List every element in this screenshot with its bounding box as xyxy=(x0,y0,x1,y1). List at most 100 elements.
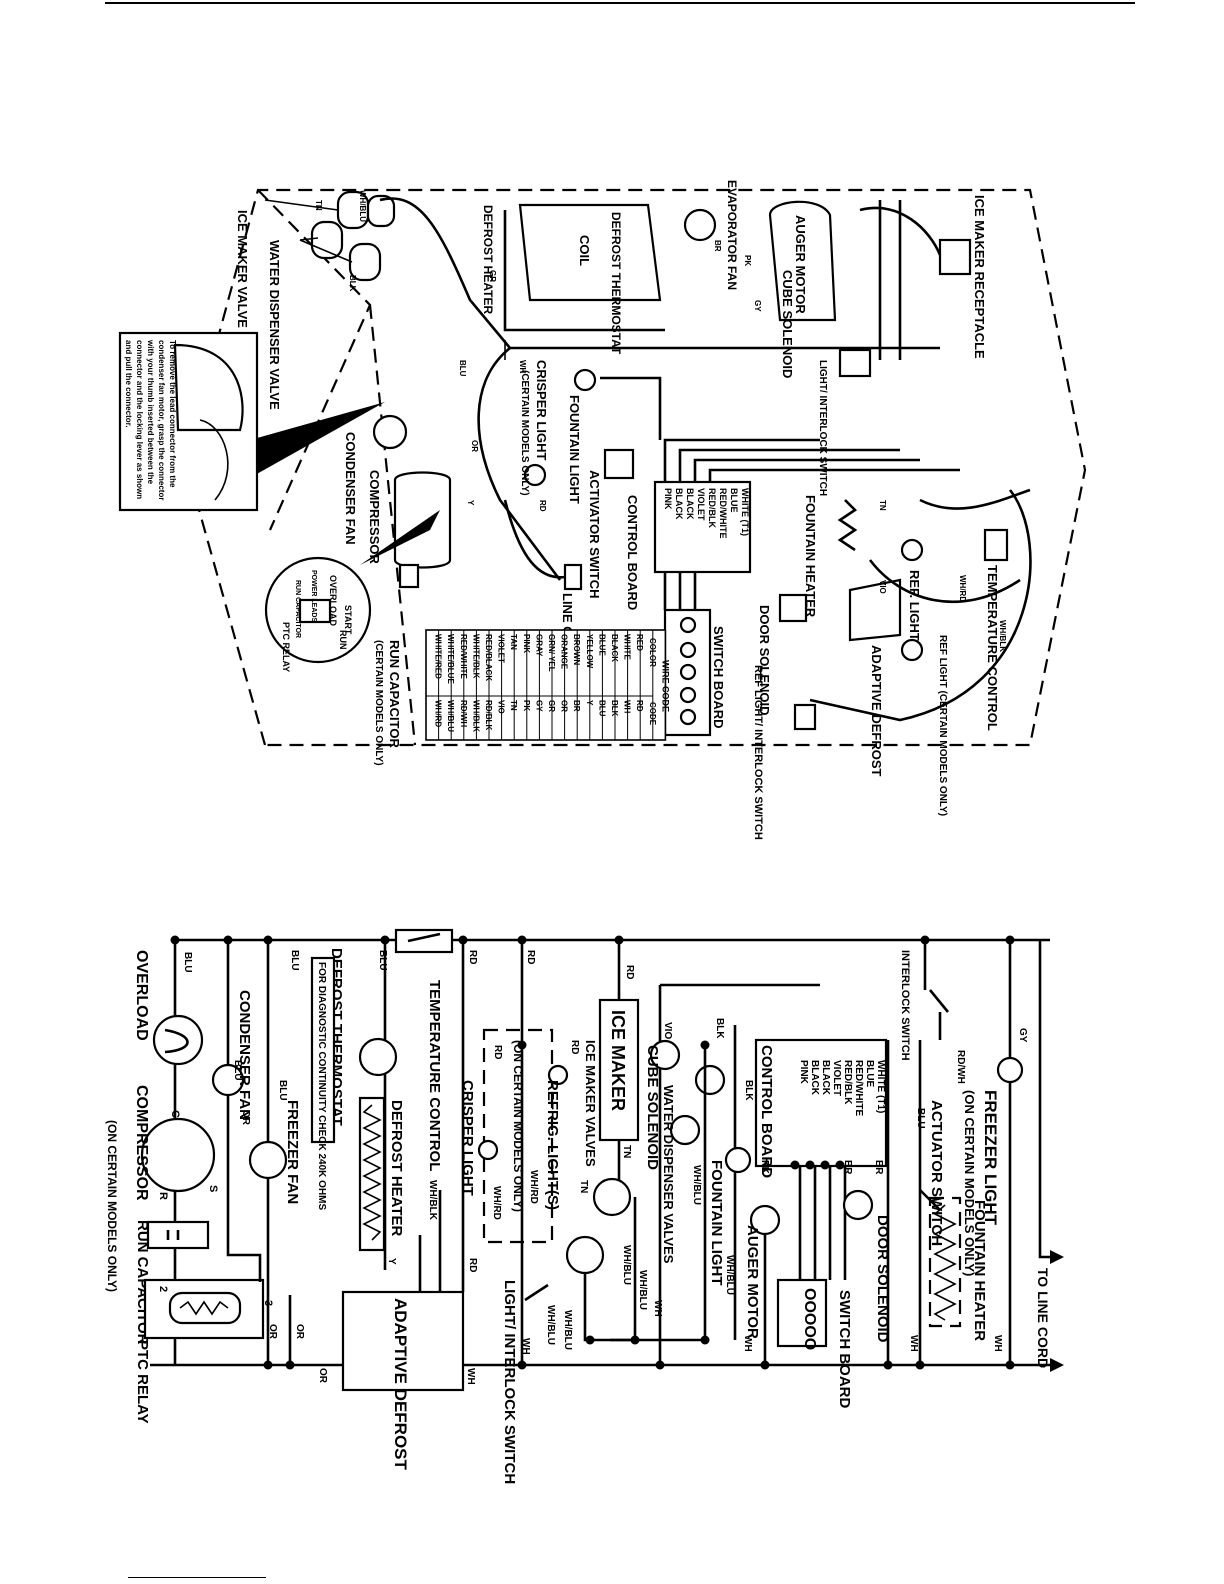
sch-ptc-relay: PTC RELAY xyxy=(134,1340,151,1424)
pic-power-leads: POWER LEADS xyxy=(310,570,317,622)
junction-dot xyxy=(760,1360,770,1370)
pic-wire-tag: GR xyxy=(488,270,497,282)
pic-activator-switch: ACTIVATOR SWITCH xyxy=(587,470,602,599)
relay-detail-box xyxy=(298,598,332,624)
condenser-fan xyxy=(372,414,408,450)
sch-water-dispenser-valves: WATER DISPENSER VALVES xyxy=(661,1085,676,1264)
wire-code-color: BROWN xyxy=(572,634,581,665)
evaporator-fan-blade xyxy=(683,208,717,242)
wire-code-code: BLK xyxy=(610,700,619,717)
dispenser-valve-symbol-1 xyxy=(694,1064,726,1096)
junction-dot xyxy=(585,1335,595,1345)
sch-freezer-light-note: (ON CERTAIN MODELS ONLY) xyxy=(962,1090,977,1276)
switch-board-box xyxy=(776,1278,828,1348)
sch-wire-tag: OR xyxy=(267,1324,278,1340)
instruction-line: To remove the lead connector from the xyxy=(168,340,177,488)
wire-code-code: WH/BLK xyxy=(471,700,480,732)
sch-overload: OVERLOAD xyxy=(133,950,150,1041)
ice-maker-receptacle xyxy=(938,238,972,276)
fountain-light-wire xyxy=(600,376,662,440)
sch-wire-tag: WH xyxy=(908,1335,919,1352)
sch-wire-tag: WH/BLU xyxy=(691,1165,702,1205)
compressor-body xyxy=(393,471,452,569)
adaptive-defrost-wires xyxy=(418,940,465,1292)
pic-wire-tag: OR xyxy=(470,440,479,452)
wire-code-color: BLACK xyxy=(610,634,619,662)
wire-code-code: GY xyxy=(534,700,543,712)
auger-motor xyxy=(768,200,837,322)
adaptive-defrost-box xyxy=(341,1290,465,1392)
sch-wire-tag: WH xyxy=(742,1335,753,1352)
sch-wire-tag: WH xyxy=(465,1368,476,1385)
run-capacitor-pic xyxy=(398,563,420,589)
instruction-line: and pull the connector. xyxy=(124,340,133,428)
wire-code-color: WHITE xyxy=(623,634,632,660)
pic-wire-tag: TN xyxy=(878,500,887,511)
switch-circle-1 xyxy=(679,616,697,634)
pic-run-capacitor-note: (CERTAIN MODELS ONLY) xyxy=(373,640,384,766)
pic-adaptive-defrost: ADAPTIVE DEFROST xyxy=(869,645,884,777)
sch-wire-tag: OR xyxy=(317,1368,328,1384)
wire-code-color: YELLOW xyxy=(585,634,594,669)
line-cord-plug xyxy=(563,563,583,591)
sch-compressor-note: (ON CERTAIN MODELS ONLY) xyxy=(105,1120,119,1292)
junction-dot xyxy=(655,1360,665,1370)
junction-dot xyxy=(883,1360,893,1370)
switch-circle-2 xyxy=(679,641,697,659)
pic-temperature-control: TEMPERATURE CONTROL xyxy=(985,565,1000,731)
sch-wire-tag: GY xyxy=(1017,1028,1028,1043)
ref-light-interlock-wire xyxy=(809,489,1032,722)
temperature-control-switch xyxy=(394,928,454,954)
valve-coil-2 xyxy=(310,220,344,260)
junction-dot xyxy=(915,1360,925,1370)
pic-defrost-thermostat: DEFROST THERMOSTAT xyxy=(609,212,623,355)
receptacle-bundle xyxy=(878,200,902,360)
top-rule xyxy=(105,2,1135,4)
wire-code-code: GR xyxy=(547,700,556,712)
pic-board-wire-label: BLUE xyxy=(729,488,739,513)
wire-code-color: WHITE/RED xyxy=(434,634,443,679)
sch-refrig-lights: REFRIG. LIGHT(S) xyxy=(544,1080,561,1210)
junction-dot xyxy=(517,1360,527,1370)
wire-code-code: RD xyxy=(635,700,644,712)
pic-condenser-fan: CONDENSER FAN xyxy=(343,432,358,545)
capacitor-plates xyxy=(166,1230,180,1240)
sch-refrig-lights-note: (ON CERTAIN MODELS ONLY) xyxy=(511,1040,525,1212)
evaporator-coil xyxy=(518,203,662,302)
junction-dot xyxy=(517,935,527,945)
sch-wire-tag: BLU xyxy=(182,952,193,973)
wire-code-code: WH/RD xyxy=(434,700,443,727)
wire-code-color: GRAY xyxy=(534,634,543,657)
sch-crisper-light: CRISPER LIGHT xyxy=(459,1080,476,1196)
sch-compressor: COMPRESSOR xyxy=(133,1085,150,1201)
temperature-control-knob xyxy=(983,528,1009,562)
actuator-wires xyxy=(886,1040,922,1365)
sch-interlock-switch: INTERLOCK SWITCH xyxy=(899,950,911,1061)
pic-light-interlock-switch: LIGHT/ INTERLOCK SWITCH xyxy=(817,360,828,496)
sch-fountain-heater: FOUNTAIN HEATER xyxy=(971,1200,988,1341)
freezer-fan-symbol xyxy=(248,1140,288,1180)
relay-pointer xyxy=(360,510,440,565)
ref-light-interlock-switch xyxy=(793,703,817,731)
fan-motor-illustration xyxy=(173,343,244,432)
pic-auger-motor: AUGER MOTOR xyxy=(793,215,808,314)
receptacle-wires xyxy=(859,206,942,256)
wire-code-color: RED xyxy=(635,634,644,651)
compressor-symbol xyxy=(140,1117,216,1193)
pic-wire-tag: BR xyxy=(713,240,722,252)
sch-condenser-fan: CONDENSER FAN xyxy=(236,990,253,1120)
pic-board-wire-label: VIOLET xyxy=(696,488,706,521)
pic-wire-tag: Y xyxy=(466,500,475,506)
ice-maker-valve-assembly xyxy=(310,190,396,282)
wire-code-code: WH xyxy=(623,700,632,714)
junction-dots xyxy=(170,935,1015,1370)
door-solenoid-symbol xyxy=(842,1189,874,1221)
junction-dot xyxy=(790,1160,800,1170)
junction-dot xyxy=(380,935,390,945)
sch-wire-tag: RD xyxy=(467,1258,478,1272)
water-valve-coil xyxy=(565,1235,605,1275)
sch-freezer-light: FREEZER LIGHT xyxy=(981,1090,1000,1226)
crisper-light-bulb xyxy=(523,463,547,487)
